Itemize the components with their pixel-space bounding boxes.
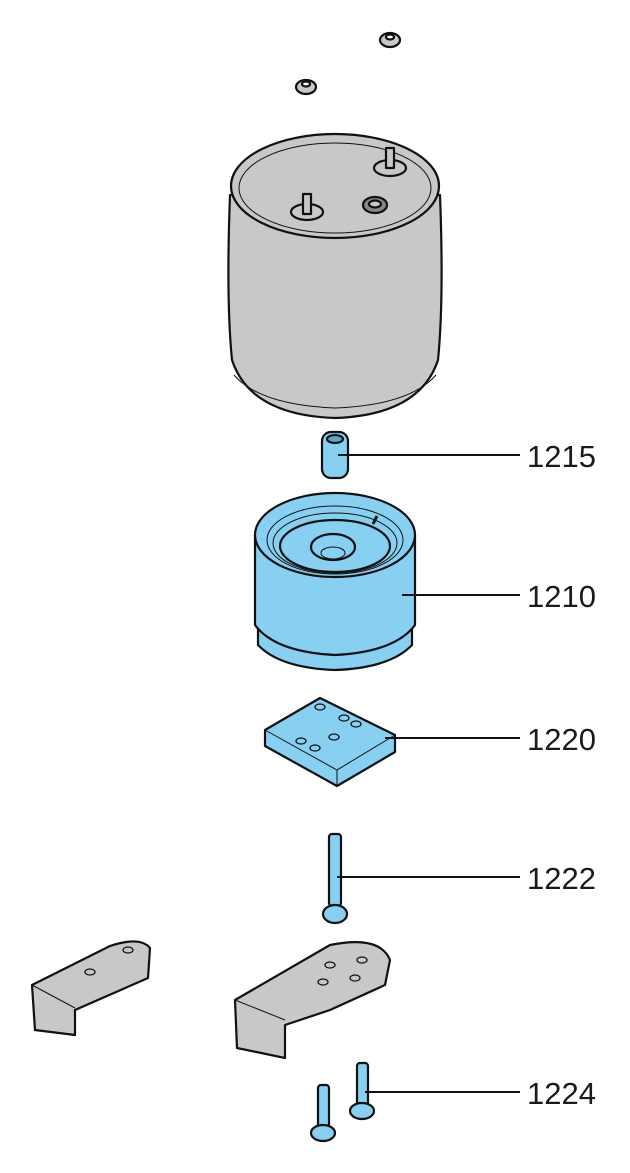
bolt-1224-b bbox=[309, 1083, 337, 1143]
leader-lines bbox=[337, 454, 520, 1093]
callout-1224: 1224 bbox=[527, 1076, 596, 1111]
nut-left bbox=[294, 78, 318, 96]
air-spring bbox=[227, 132, 443, 420]
nut-top bbox=[378, 31, 402, 49]
bolt-1224-a bbox=[348, 1061, 376, 1121]
bracket-right bbox=[233, 941, 392, 1060]
bracket-left bbox=[30, 940, 152, 1037]
spacer-1215 bbox=[320, 430, 350, 480]
callout-1222: 1222 bbox=[527, 861, 596, 896]
callout-1215: 1215 bbox=[527, 439, 596, 474]
bumper-1210 bbox=[253, 491, 417, 672]
callout-1220: 1220 bbox=[527, 722, 596, 757]
bolt-1222 bbox=[321, 832, 349, 925]
plate-1220 bbox=[263, 696, 397, 788]
callout-1210: 1210 bbox=[527, 579, 596, 614]
